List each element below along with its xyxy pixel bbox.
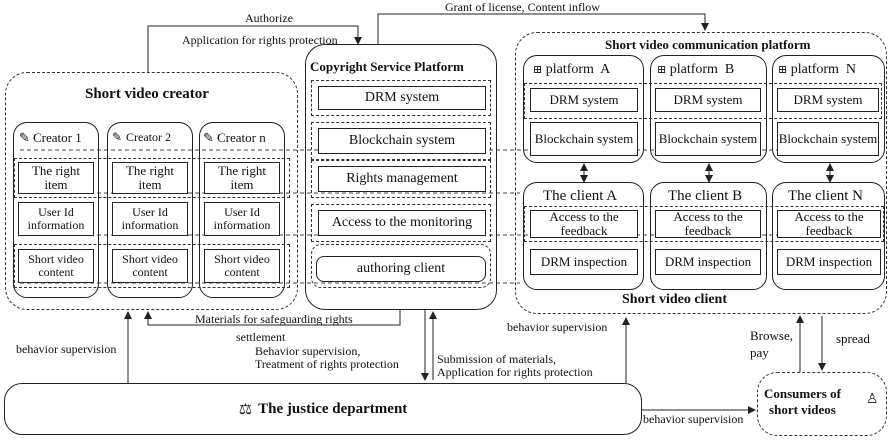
csp-drm-system: DRM system <box>318 86 486 110</box>
csp-blockchain-system: Blockchain system <box>318 128 486 154</box>
platform-b-heading: ⊞ platform B <box>657 62 734 77</box>
csp-group <box>305 44 497 310</box>
csp-access-monitoring: Access to the monitoring <box>318 210 486 236</box>
csp-authoring-band <box>311 244 491 288</box>
grid-icon: ⊞ <box>533 64 543 76</box>
creator-1-right-item: The right item <box>18 162 94 194</box>
creator-group <box>5 72 298 310</box>
platform-n-heading: ⊞ platform N <box>778 62 856 77</box>
application-label: Application for rights protection <box>182 33 338 47</box>
creator-2-name: Creator 2 <box>126 130 171 144</box>
platform-b-blockchain: Blockchain system <box>655 122 761 156</box>
creator-1-user-id: User Id information <box>18 202 94 236</box>
client-a-drm-inspection: DRM inspection <box>530 249 638 275</box>
platform-a-blockchain: Blockchain system <box>530 122 638 156</box>
platform-a-drm: DRM system <box>530 88 638 112</box>
platform-a-card <box>523 55 644 163</box>
creator-2-card <box>107 122 193 298</box>
creator-1-heading: ✎Creator 1 <box>19 130 82 145</box>
creator-1-content: Short video content <box>18 249 94 283</box>
submission-label: Submission of materials, Application for… <box>437 352 593 380</box>
platform-n-drm: DRM system <box>777 88 879 112</box>
platform-n-name: platform N <box>790 62 857 77</box>
client-b-card <box>650 182 767 290</box>
creator-n-card <box>199 122 285 298</box>
csp-rights-band <box>311 160 491 198</box>
client-b-drm-inspection: DRM inspection <box>655 249 761 275</box>
grid-icon: ⊞ <box>657 64 667 76</box>
spread-label: spread <box>836 331 870 346</box>
platform-n-blockchain: Blockchain system <box>777 122 879 156</box>
creator-2-user-id: User Id information <box>112 202 188 236</box>
justice-department: ⚖ The justice department <box>4 383 642 435</box>
grant-arrow <box>377 13 709 44</box>
client-feedback-band <box>524 206 884 242</box>
client-n-feedback: Access to the feedback <box>777 210 881 238</box>
creator-2-content: Short video content <box>112 249 188 283</box>
client-title: Short video client <box>622 292 727 307</box>
client-a-card <box>523 182 644 290</box>
svcp-group <box>515 32 887 314</box>
behavior-mid-label: behavior supervision <box>507 320 608 334</box>
client-a-name: The client A <box>543 188 618 204</box>
behavior-bottom-label: behavior supervision <box>643 412 744 426</box>
creator-2-heading: ✎Creator 2 <box>112 130 171 144</box>
platform-a-heading: ⊞ platform A <box>533 62 610 77</box>
authorize-label: Authorize <box>245 11 293 25</box>
creator-edit-icon: ✎ <box>203 130 214 145</box>
creator-n-user-id: User Id information <box>204 202 280 236</box>
svcp-title: Short video communication platform <box>605 37 811 52</box>
behavior-left-label: behavior supervision <box>16 342 117 356</box>
platform-a-name: platform A <box>545 62 611 77</box>
behavior-treatment-label: Behavior supervision, Treatment of right… <box>255 344 399 372</box>
consumers-group <box>757 372 887 436</box>
client-a-feedback: Access to the feedback <box>530 210 638 238</box>
creator-content-row <box>14 244 290 288</box>
creator-1-name: Creator 1 <box>33 130 82 145</box>
justice-title: The justice department <box>258 400 408 417</box>
csp-drm-band <box>311 80 491 116</box>
browse-pay-label: Browse, pay <box>750 328 793 360</box>
platform-b-name: platform B <box>669 62 735 77</box>
csp-rights-management: Rights management <box>318 166 486 192</box>
grant-label: Grant of license, Content inflow <box>445 0 600 14</box>
platform-b-drm: DRM system <box>655 88 761 112</box>
authorize-arrow <box>147 25 362 72</box>
creator-edit-icon: ✎ <box>112 130 123 144</box>
user-icon: ♙ <box>866 392 879 407</box>
materials-arrow <box>144 310 401 326</box>
csp-title: Copyright Service Platform <box>310 59 464 74</box>
platform-drm-band <box>524 83 882 119</box>
client-b-feedback: Access to the feedback <box>655 210 761 238</box>
client-b-name: The client B <box>668 188 743 204</box>
csp-monitoring-band <box>311 204 491 242</box>
creator-edit-icon: ✎ <box>19 130 30 145</box>
grid-icon: ⊞ <box>778 64 788 76</box>
platform-b-card <box>650 55 767 163</box>
creator-1-card <box>13 122 99 298</box>
consumers-title: Consumers of short videos <box>764 386 841 418</box>
creator-title: Short video creator <box>85 86 209 102</box>
justice-icon: ⚖ <box>238 401 253 418</box>
materials-label: Materials for safeguarding rights <box>195 312 353 326</box>
creator-n-heading: ✎Creator n <box>203 130 266 145</box>
platform-n-card <box>772 55 885 163</box>
creator-2-right-item: The right item <box>112 162 188 194</box>
creator-right-row <box>14 158 290 198</box>
client-n-drm-inspection: DRM inspection <box>777 249 881 275</box>
creator-n-right-item: The right item <box>204 162 280 194</box>
settlement-label: settlement <box>236 330 286 344</box>
creator-n-name: Creator n <box>217 130 266 145</box>
client-n-name: The client N <box>788 188 863 204</box>
creator-n-content: Short video content <box>204 249 280 283</box>
client-n-card <box>772 182 885 290</box>
csp-blockchain-band <box>311 122 491 160</box>
csp-authoring-client: authoring client <box>316 256 486 282</box>
